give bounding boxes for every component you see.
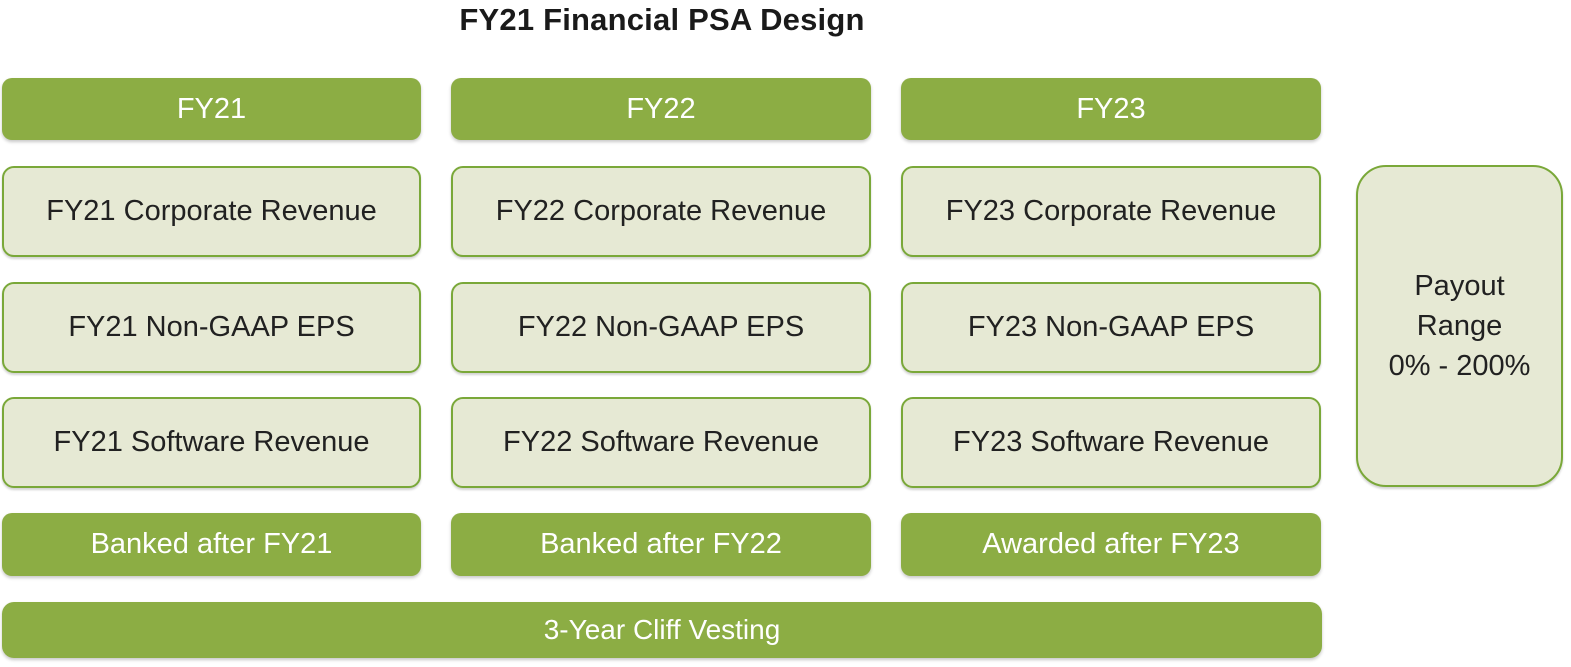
metric-box-fy22-corporate-revenue: FY22 Corporate Revenue [451, 166, 871, 257]
column-header-fy22: FY22 [451, 78, 871, 140]
payout-range-box: Payout Range 0% - 200% [1356, 165, 1563, 487]
column-header-fy21: FY21 [2, 78, 421, 140]
metric-box-fy23-software-revenue: FY23 Software Revenue [901, 397, 1321, 488]
metric-box-fy22-software-revenue: FY22 Software Revenue [451, 397, 871, 488]
metric-box-fy23-non-gaap-eps: FY23 Non-GAAP EPS [901, 282, 1321, 373]
metric-box-fy21-corporate-revenue: FY21 Corporate Revenue [2, 166, 421, 257]
metric-box-fy21-non-gaap-eps: FY21 Non-GAAP EPS [2, 282, 421, 373]
payout-range-line3: 0% - 200% [1388, 350, 1531, 382]
metric-box-fy22-non-gaap-eps: FY22 Non-GAAP EPS [451, 282, 871, 373]
payout-range-line2: Range [1416, 309, 1503, 342]
cliff-vesting-bar: 3-Year Cliff Vesting [2, 602, 1322, 658]
metric-box-fy23-corporate-revenue: FY23 Corporate Revenue [901, 166, 1321, 257]
payout-range-line1: Payout [1414, 269, 1505, 302]
diagram-title: FY21 Financial PSA Design [459, 2, 865, 37]
footer-bar-awarded-after-fy23: Awarded after FY23 [901, 513, 1321, 576]
column-header-fy23: FY23 [901, 78, 1321, 140]
footer-bar-banked-after-fy22: Banked after FY22 [451, 513, 871, 576]
footer-bar-banked-after-fy21: Banked after FY21 [2, 513, 421, 576]
metric-box-fy21-software-revenue: FY21 Software Revenue [2, 397, 421, 488]
